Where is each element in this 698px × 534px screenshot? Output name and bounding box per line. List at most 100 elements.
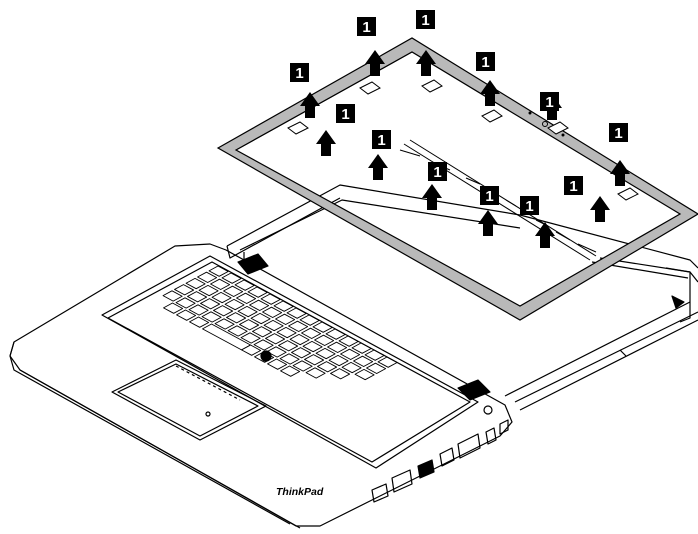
key bbox=[189, 316, 210, 328]
key bbox=[224, 298, 245, 311]
key bbox=[234, 279, 255, 291]
key bbox=[280, 365, 301, 377]
arrow-up-icon bbox=[368, 154, 388, 180]
keyboard bbox=[101, 255, 479, 469]
key bbox=[301, 327, 322, 339]
arrow-up-icon bbox=[610, 160, 630, 186]
key bbox=[210, 278, 231, 290]
step-number-label: 1 bbox=[481, 54, 489, 71]
key bbox=[223, 285, 244, 297]
key bbox=[200, 298, 221, 310]
key bbox=[267, 358, 288, 370]
key bbox=[366, 362, 387, 374]
arrow-up-icon bbox=[478, 210, 498, 236]
key bbox=[175, 297, 196, 309]
key bbox=[273, 300, 294, 312]
step-number-label: 1 bbox=[614, 125, 622, 142]
key bbox=[354, 368, 375, 381]
key bbox=[328, 354, 349, 367]
key bbox=[279, 353, 300, 365]
key bbox=[201, 311, 222, 323]
key bbox=[188, 304, 209, 316]
keyboard-keys bbox=[162, 265, 398, 381]
key bbox=[278, 340, 299, 352]
step-number-label: 1 bbox=[569, 178, 577, 195]
key bbox=[340, 348, 361, 360]
key bbox=[197, 271, 218, 283]
key bbox=[249, 299, 270, 311]
step-number-badge bbox=[609, 123, 628, 142]
key bbox=[262, 306, 283, 318]
laptop-base bbox=[9, 243, 513, 529]
step-number-label: 1 bbox=[485, 188, 493, 205]
key bbox=[227, 325, 248, 337]
key bbox=[330, 368, 351, 380]
laptop-illustration bbox=[9, 184, 698, 529]
key bbox=[338, 335, 359, 347]
arrow-up-icon bbox=[590, 196, 610, 222]
key bbox=[317, 361, 338, 373]
brand-logo: ThinkPad bbox=[276, 486, 324, 498]
key bbox=[266, 346, 287, 358]
key bbox=[263, 319, 284, 332]
step-number-label: 1 bbox=[295, 65, 303, 82]
step-number-label: 1 bbox=[341, 106, 349, 123]
key bbox=[302, 340, 323, 353]
step-number-badge bbox=[428, 162, 447, 181]
key bbox=[351, 342, 372, 354]
key bbox=[250, 312, 271, 325]
key bbox=[240, 332, 261, 344]
key bbox=[276, 326, 297, 339]
key bbox=[299, 314, 320, 326]
trackpoint bbox=[260, 350, 272, 362]
key bbox=[211, 291, 232, 304]
arrow-up-icon bbox=[535, 222, 555, 248]
display-panel bbox=[226, 184, 698, 411]
key bbox=[260, 293, 281, 305]
key bbox=[162, 290, 183, 302]
clip-tab bbox=[481, 109, 503, 123]
step-number-label: 1 bbox=[545, 94, 553, 111]
key bbox=[163, 302, 184, 314]
key bbox=[174, 284, 195, 296]
key bbox=[286, 307, 307, 319]
key bbox=[213, 305, 234, 317]
key bbox=[187, 291, 208, 303]
key bbox=[252, 326, 273, 338]
key bbox=[185, 277, 206, 290]
key bbox=[327, 341, 348, 353]
key bbox=[265, 333, 286, 345]
arrow-up-icon bbox=[416, 50, 436, 76]
key bbox=[241, 344, 262, 356]
key bbox=[236, 292, 257, 304]
key bbox=[214, 318, 235, 330]
step-number-badge bbox=[520, 196, 539, 215]
step-number-badge bbox=[336, 104, 355, 123]
key bbox=[304, 354, 325, 366]
step-number-badge bbox=[564, 176, 583, 195]
step-number-label: 1 bbox=[362, 19, 370, 36]
key bbox=[237, 305, 258, 318]
step-number-label: 1 bbox=[377, 132, 385, 149]
key bbox=[247, 286, 268, 298]
key bbox=[208, 265, 229, 277]
key bbox=[377, 356, 398, 368]
key bbox=[288, 320, 309, 332]
key bbox=[289, 333, 310, 346]
key bbox=[221, 272, 242, 284]
clip-tab bbox=[287, 121, 309, 135]
key bbox=[176, 309, 197, 321]
up-arrows bbox=[300, 50, 630, 248]
step-number-badge bbox=[480, 186, 499, 205]
key bbox=[364, 349, 385, 361]
key bbox=[341, 361, 362, 374]
key bbox=[305, 367, 326, 379]
clip-tab bbox=[421, 79, 443, 93]
touchpad bbox=[111, 359, 267, 441]
step-number-label: 1 bbox=[421, 12, 429, 29]
clip-tab bbox=[617, 187, 639, 201]
clip-tab bbox=[359, 81, 381, 95]
